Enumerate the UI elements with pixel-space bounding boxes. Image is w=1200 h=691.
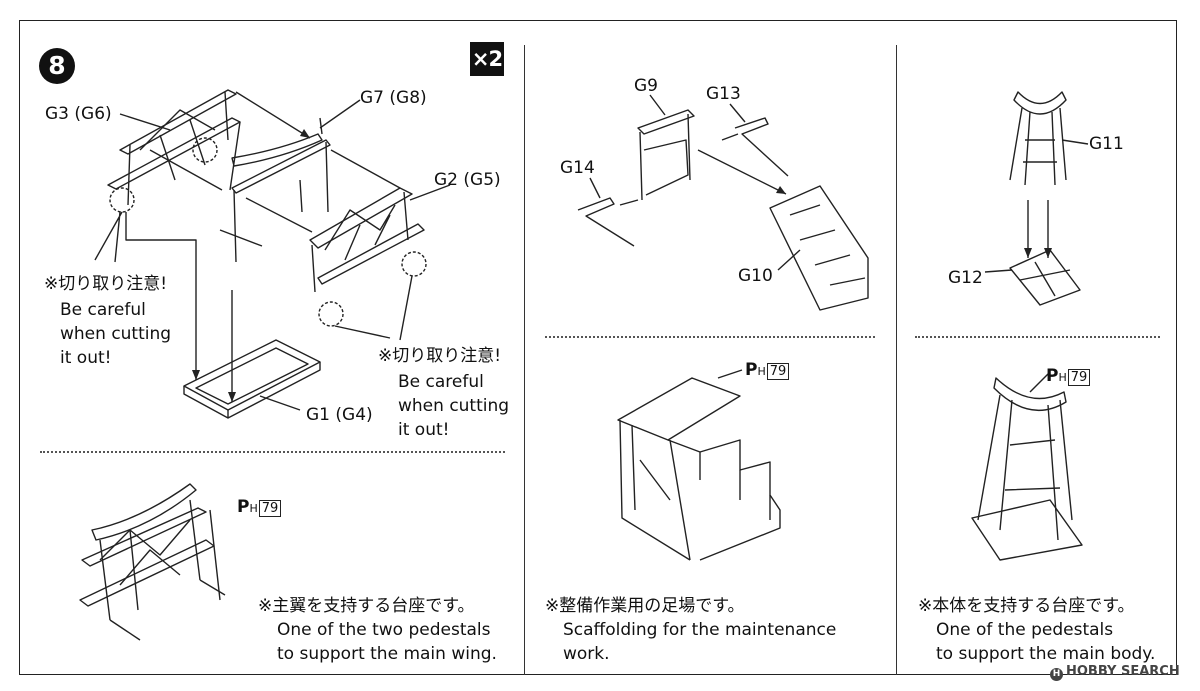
wing-pedestal-exploded — [94, 89, 451, 419]
part-label-g1: G1 (G4) — [306, 405, 373, 425]
part-label-g10: G10 — [738, 266, 773, 286]
part-label-g14: G14 — [560, 158, 595, 178]
panel-divider-1 — [524, 45, 525, 675]
scaffold-exploded — [577, 94, 869, 311]
dotted-separator-right — [915, 336, 1160, 338]
dotted-separator-middle — [545, 336, 875, 338]
warning-right-en: Be careful when cutting it out! — [398, 372, 510, 440]
panel-divider-2 — [896, 45, 897, 675]
part-label-g2: G2 (G5) — [434, 170, 501, 190]
part-label-g13: G13 — [706, 84, 741, 104]
body-pedestal-exploded — [984, 91, 1089, 306]
part-label-g12: G12 — [948, 268, 983, 288]
warning-right-jp: ※切り取り注意! — [378, 346, 502, 366]
body-pedestal-assembled — [971, 371, 1083, 561]
warning-left-en: Be careful when cutting it out! — [60, 300, 172, 368]
quantity-badge: ×2 — [470, 42, 504, 76]
part-label-g3: G3 (G6) — [45, 104, 112, 124]
caption-body-jp: ※本体を支持する台座です。 — [918, 596, 1135, 616]
part-label-g7: G7 (G8) — [360, 88, 427, 108]
part-label-g11: G11 — [1089, 134, 1124, 154]
warning-left-jp: ※切り取り注意! — [44, 274, 168, 294]
caption-maint-jp: ※整備作業用の足場です。 — [545, 596, 745, 616]
caption-wing-jp: ※主翼を支持する台座です。 — [258, 596, 475, 616]
caption-maint-en: Scaffolding for the maintenance work. — [563, 620, 837, 664]
hobby-search-logo-icon: H — [1050, 668, 1063, 681]
instruction-frame — [19, 20, 1177, 675]
caption-wing-en: One of the two pedestals to support the … — [277, 620, 497, 664]
wing-pedestal-assembled — [79, 483, 226, 641]
scaffold-assembled — [617, 369, 781, 561]
step-number-badge: 8 — [39, 48, 75, 84]
caption-body-en: One of the pedestals to support the main… — [936, 620, 1156, 664]
part-label-g9: G9 — [634, 76, 658, 96]
dotted-separator-left — [40, 451, 505, 453]
